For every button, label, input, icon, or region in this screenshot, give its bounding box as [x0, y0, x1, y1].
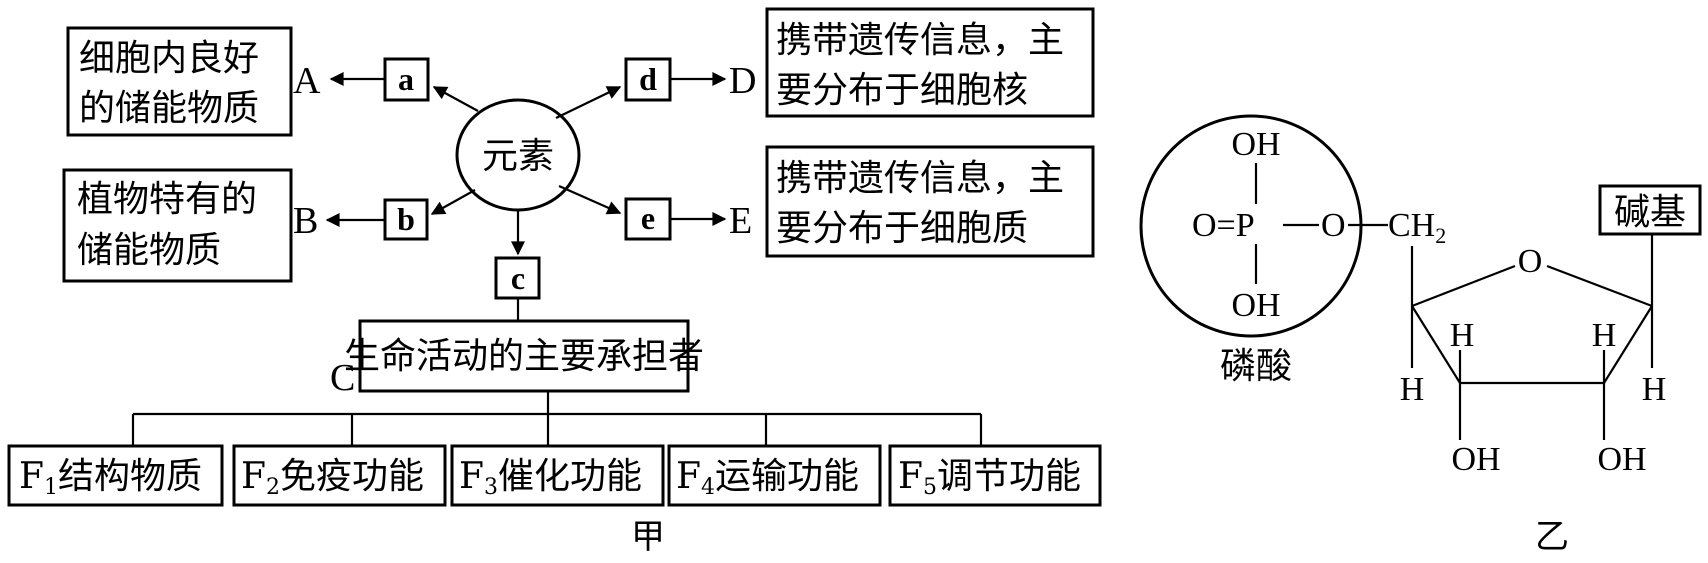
C-desc-box [358, 319, 690, 393]
element-label: 元素 [482, 136, 554, 177]
B-desc-line1: 植物特有的 [77, 179, 257, 220]
d-box [624, 57, 672, 102]
F2-sub: 2 [266, 475, 280, 500]
O-eq-P: O=P [1192, 207, 1255, 244]
F2-text: 免疫功能 [280, 456, 424, 497]
svg-text:F2免疫功能: F2免疫功能 [241, 456, 424, 500]
O-link: O [1321, 207, 1346, 244]
arrow-center-to-e [558, 184, 622, 215]
arrow-center-to-a [432, 86, 479, 112]
F1-sub: 1 [44, 475, 58, 500]
B-letter: B [293, 200, 318, 242]
A-letter: A [293, 60, 321, 102]
D-desc-line2: 要分布于细胞核 [776, 70, 1028, 111]
E-desc-box [765, 145, 1095, 258]
caption-yi: 乙 [1535, 517, 1569, 557]
svg-text:F3催化功能: F3催化功能 [459, 456, 642, 500]
CH2-sub: 2 [1435, 223, 1446, 248]
A-desc-line2: 的储能物质 [79, 88, 259, 129]
c-letter: c [511, 260, 525, 296]
OH-C3: OH [1451, 441, 1500, 478]
H-C1: H [1642, 371, 1667, 408]
F5-text: 调节功能 [937, 456, 1081, 497]
b-letter: b [397, 201, 415, 237]
CH2: CH2 [1388, 207, 1446, 248]
B-desc-box [62, 168, 293, 283]
ring-O: O [1518, 243, 1543, 280]
base-label: 碱基 [1614, 192, 1686, 233]
diagram-yi: OH O=P O OH 磷酸 CH2 O 碱基 H H H [1139, 114, 1702, 557]
H-C3: H [1450, 317, 1475, 354]
function-F3: F3催化功能 [450, 444, 665, 507]
F1-F: F [19, 456, 44, 497]
H-C2: H [1592, 317, 1617, 354]
function-F4: F4运输功能 [667, 444, 882, 507]
C-desc: 生命活动的主要承担者 [344, 336, 704, 377]
F3-sub: 3 [484, 475, 498, 500]
F1-text: 结构物质 [58, 456, 202, 497]
F5-sub: 5 [923, 475, 937, 500]
D-desc-line1: 携带遗传信息，主 [776, 20, 1064, 61]
base-box [1598, 184, 1702, 236]
function-F1: F1结构物质 [7, 444, 224, 507]
E-desc-line1: 携带遗传信息，主 [776, 158, 1064, 199]
F4-F: F [676, 456, 701, 497]
F3-text: 催化功能 [498, 456, 642, 497]
C-letter: C [330, 357, 355, 399]
b-box [383, 198, 429, 241]
function-tree [131, 391, 983, 446]
H-C4: H [1400, 371, 1425, 408]
D-letter: D [729, 60, 756, 102]
a-letter: a [398, 61, 414, 97]
svg-text:F4运输功能: F4运输功能 [676, 456, 859, 500]
OH-top: OH [1231, 126, 1280, 163]
OH-bottom: OH [1231, 287, 1280, 324]
F4-text: 运输功能 [715, 456, 859, 497]
E-letter: E [729, 200, 752, 242]
diagram-jia: 元素 细胞内良好 的储能物质 A a 植物特有的 储能物质 B b d D 携带… [7, 7, 1102, 557]
e-letter: e [641, 200, 655, 236]
ribose-ring: O [1411, 243, 1653, 385]
arrow-center-to-b [430, 189, 476, 215]
A-desc-box [66, 26, 293, 137]
D-desc-box [765, 7, 1095, 118]
function-F2: F2免疫功能 [232, 444, 447, 507]
arrow-center-to-d [555, 86, 622, 119]
svg-text:F1结构物质: F1结构物质 [19, 456, 202, 500]
B-desc-line2: 储能物质 [77, 230, 221, 271]
OH-C2: OH [1597, 441, 1646, 478]
function-F5: F5调节功能 [888, 444, 1102, 507]
E-desc-line2: 要分布于细胞质 [776, 208, 1028, 249]
F3-F: F [459, 456, 484, 497]
d-letter: d [639, 61, 657, 97]
caption-jia: 甲 [631, 517, 665, 557]
F5-F: F [898, 456, 923, 497]
F2-F: F [241, 456, 266, 497]
a-box [383, 57, 430, 102]
svg-text:F5调节功能: F5调节功能 [898, 456, 1081, 500]
CH-text: CH [1388, 207, 1435, 244]
phosphate-label: 磷酸 [1220, 346, 1292, 387]
A-desc-line1: 细胞内良好 [79, 38, 259, 79]
F4-sub: 4 [701, 475, 715, 500]
